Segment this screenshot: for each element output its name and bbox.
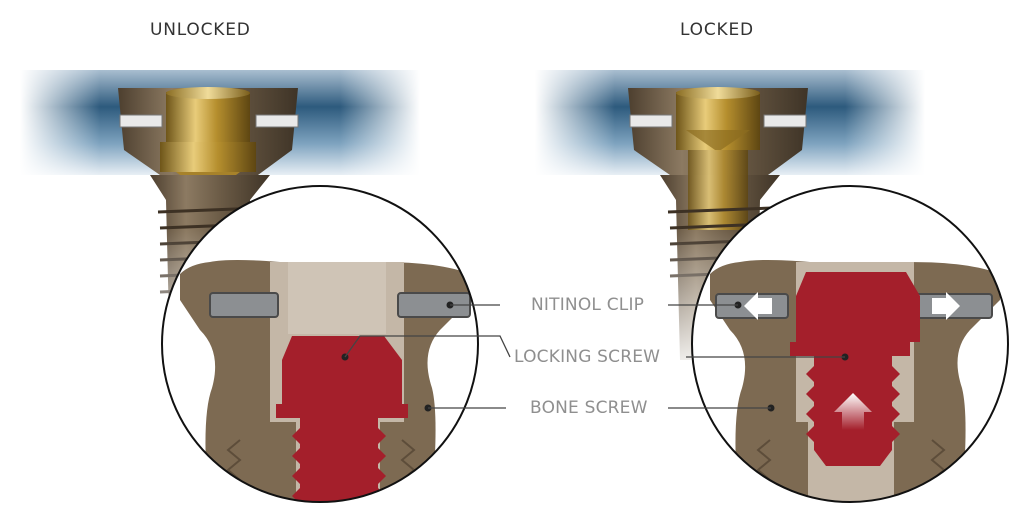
callout-locking-screw: LOCKING SCREW	[514, 347, 661, 367]
locking-screw-head	[276, 336, 408, 418]
gold-screw-tip	[686, 130, 750, 152]
leader-lines	[344, 304, 845, 409]
arrow-right-icon	[932, 292, 960, 320]
gold-screw-top	[676, 87, 760, 99]
leader-locking-left	[344, 335, 511, 358]
gold-screw-flange	[160, 142, 256, 172]
clip-slot-left	[119, 114, 163, 128]
locked-title: LOCKED	[680, 20, 754, 40]
gold-screw-top	[166, 87, 250, 99]
cross-section-locked	[710, 260, 1000, 502]
clip-slot-left	[629, 114, 673, 128]
bore-top	[288, 262, 386, 334]
clip-slot-right	[255, 114, 299, 128]
plate-fade-right	[340, 70, 420, 175]
plate-fade-left	[20, 70, 100, 175]
plate-fade-left	[535, 70, 615, 175]
cross-section-unlocked	[180, 260, 471, 502]
gold-locking-screw-body	[166, 92, 250, 142]
arrow-up-icon	[834, 393, 872, 430]
clip-slot-right	[763, 114, 807, 128]
magnifier-ring-locked	[691, 185, 1009, 503]
magnifier-ring-unlocked	[161, 185, 479, 503]
plate-fade-right	[845, 70, 925, 175]
locking-screw-threads	[806, 366, 900, 442]
locking-screw-head	[790, 272, 920, 356]
unlocked-title: UNLOCKED	[150, 20, 251, 40]
locking-screw-shank	[300, 418, 378, 502]
callout-nitinol-clip: NITINOL CLIP	[531, 295, 645, 315]
arrow-left-icon	[744, 292, 772, 320]
nitinol-clip-left	[209, 292, 279, 318]
callout-bone-screw: BONE SCREW	[530, 398, 648, 418]
gold-screw-shank	[688, 150, 748, 230]
